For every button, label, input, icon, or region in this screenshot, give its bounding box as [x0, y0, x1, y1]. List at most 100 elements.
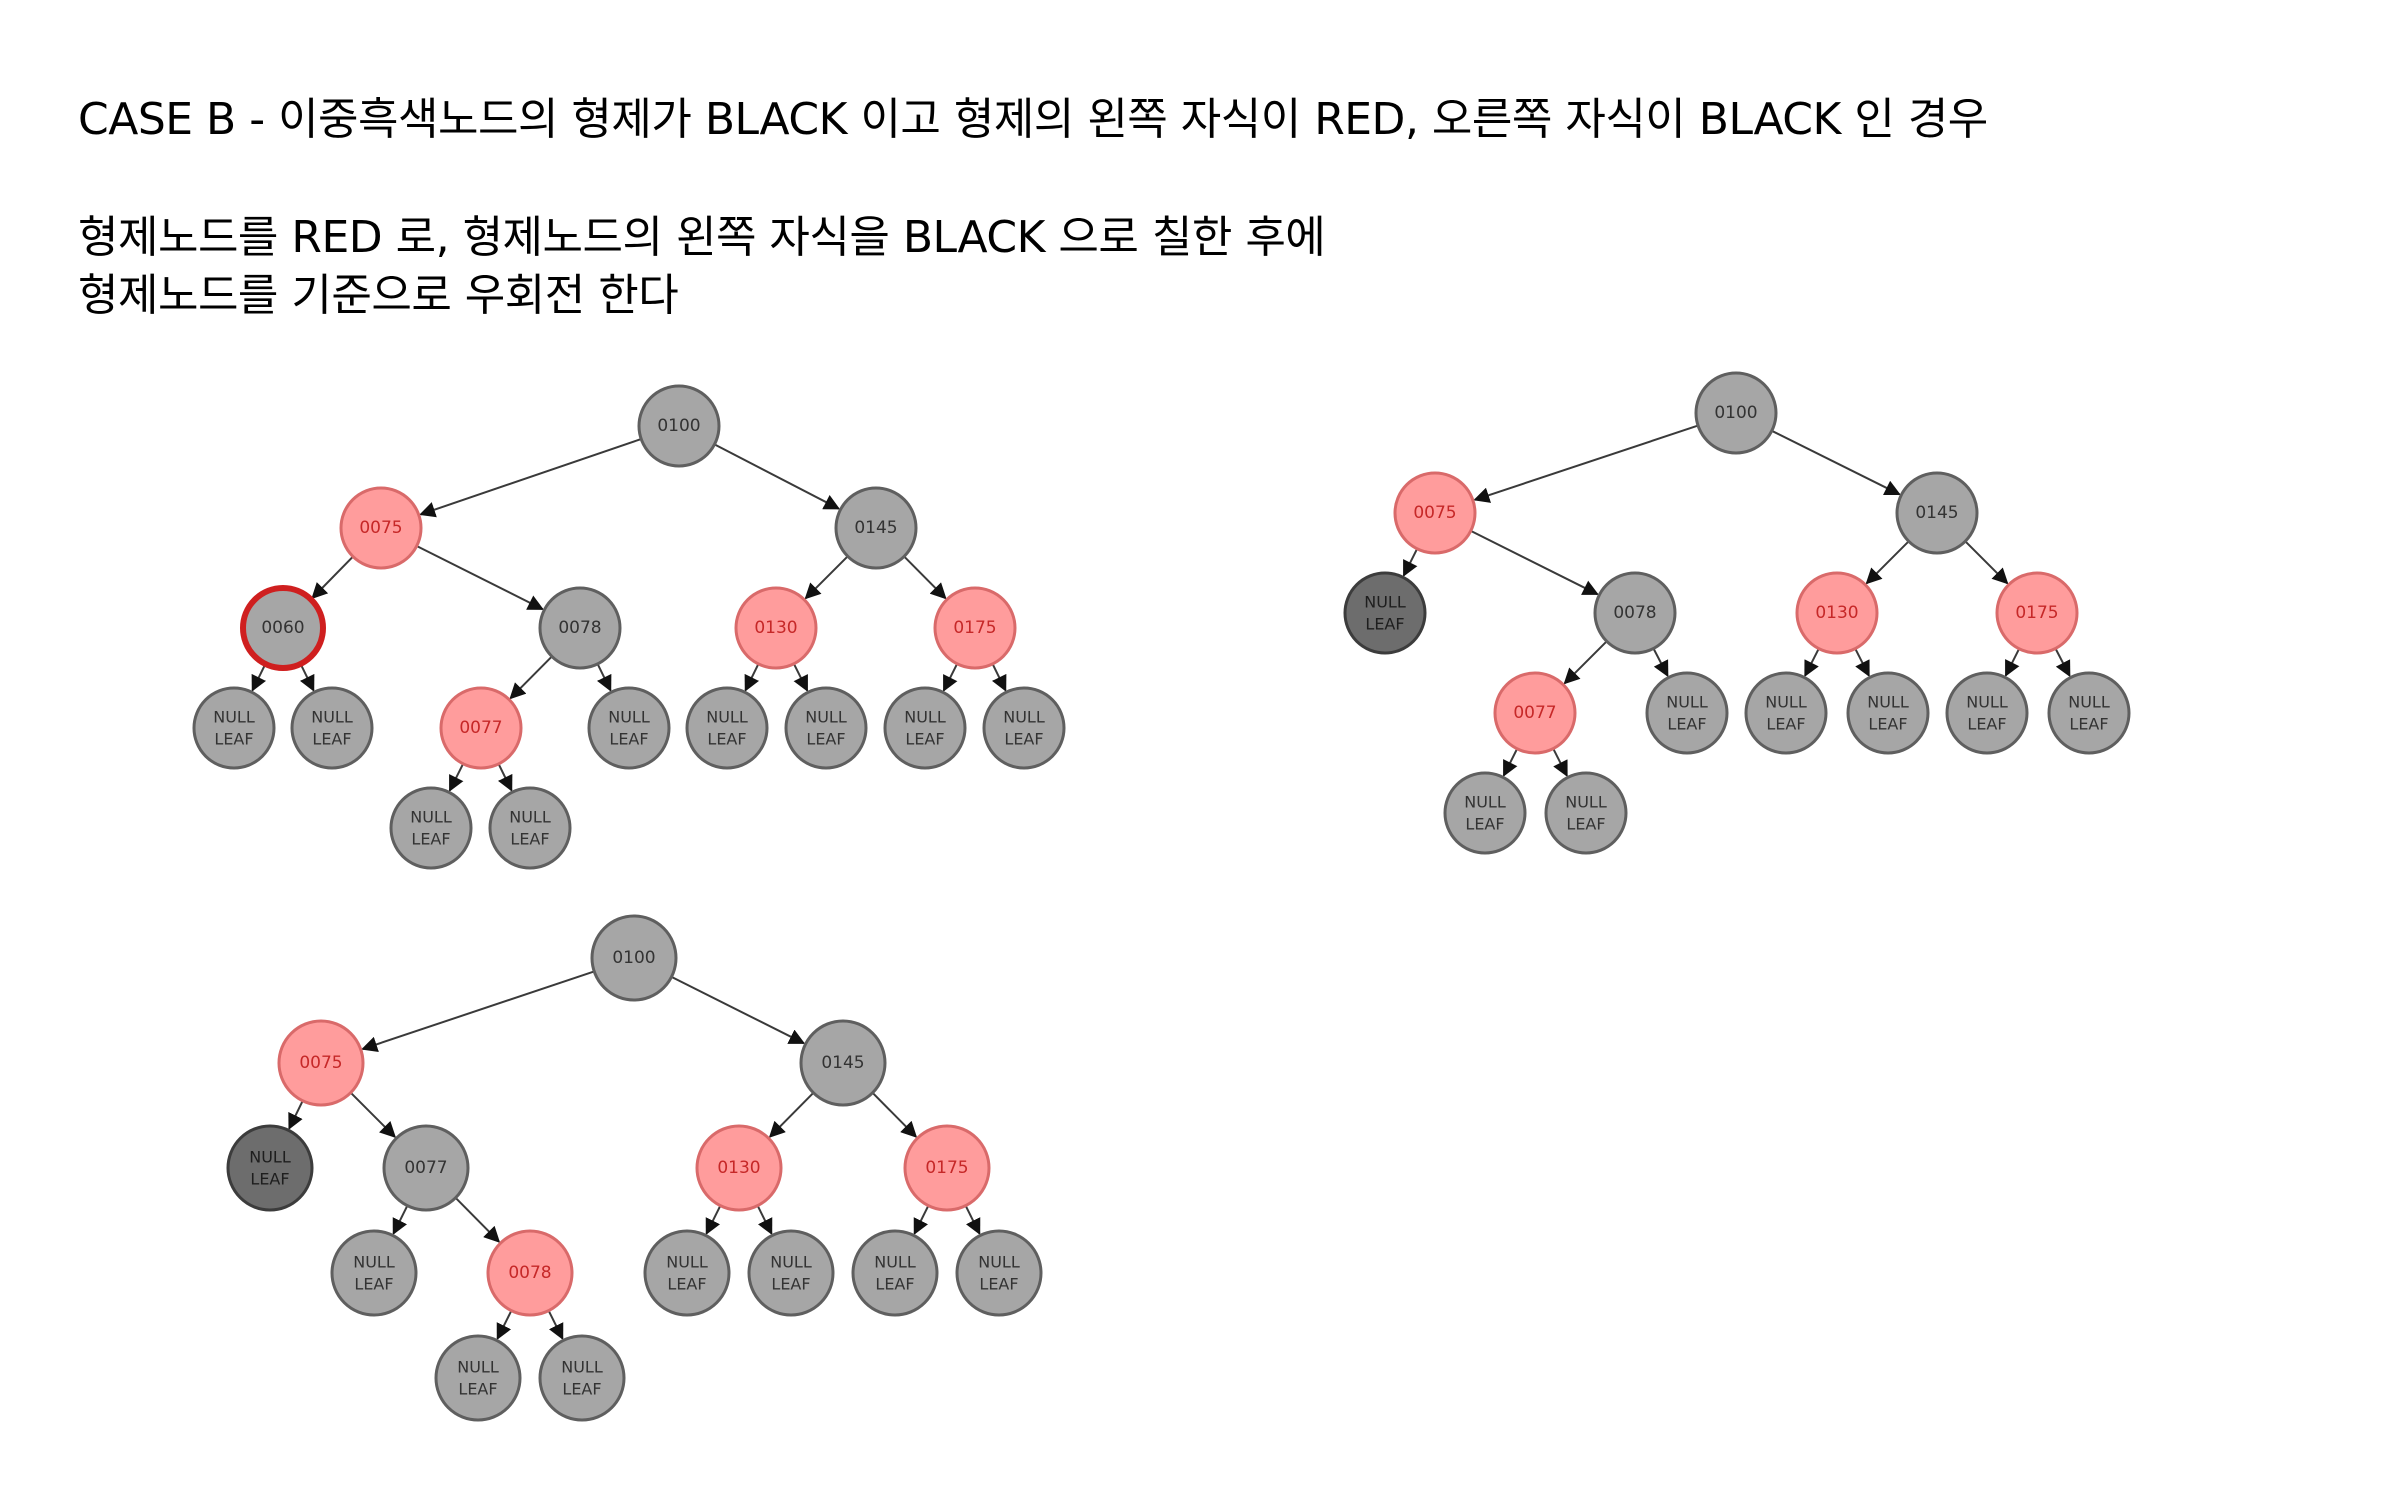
null-leaf-label: LEAF: [2069, 715, 2108, 734]
edge-n075-n078: [416, 545, 544, 610]
node-circle: [226, 1124, 314, 1212]
edge-n100-n145: [714, 443, 841, 510]
node-0075: 0075: [1393, 471, 1477, 555]
case-title: CASE B - 이중흑색노드의 형제가 BLACK 이고 형제의 왼쪽 자식이…: [78, 94, 1988, 145]
null-leaf-label: LEAF: [510, 830, 549, 849]
node-circle: [695, 1124, 783, 1212]
edge-n075-d1: [288, 1100, 304, 1130]
description-line-1: 형제노드를 RED 로, 형제노드의 왼쪽 자식을 BLACK 으로 칠한 후에: [78, 212, 1326, 263]
node-label: 0175: [953, 618, 996, 638]
null-leaf-label: LEAF: [1766, 715, 1805, 734]
node-circle: [637, 384, 721, 468]
edge-n145-n175: [903, 555, 947, 600]
node-label: 0077: [404, 1158, 447, 1178]
null-leaf-label: NULL: [561, 1358, 603, 1377]
node-circle: [2047, 671, 2131, 755]
node-circle: [1846, 671, 1930, 755]
null-leaf-node: NULL LEAF: [488, 786, 572, 870]
node-label: 0175: [2015, 603, 2058, 623]
node-circle: [1593, 571, 1677, 655]
node-0075: 0075: [339, 486, 423, 570]
edge-n175-l5: [964, 1205, 981, 1236]
edge-n075-d1: [1402, 548, 1418, 577]
node-0077: 0077: [439, 686, 523, 770]
node-label: 0100: [1714, 403, 1757, 423]
node-circle: [933, 586, 1017, 670]
node-label: 0145: [821, 1053, 864, 1073]
null-leaf-label: LEAF: [458, 1380, 497, 1399]
edge-n175-l4: [2004, 648, 2020, 677]
node-circle: [277, 1019, 365, 1107]
null-leaf-label: LEAF: [411, 830, 450, 849]
null-leaf-label: NULL: [213, 708, 255, 727]
edge-n130-l3: [756, 1205, 773, 1236]
node-label: 0078: [508, 1263, 551, 1283]
null-leaf-label: NULL: [770, 1253, 812, 1272]
node-circle: [1343, 571, 1427, 655]
node-0145: 0145: [1895, 471, 1979, 555]
edge-n130-l4: [744, 663, 760, 692]
node-circle: [1443, 771, 1527, 855]
node-circle: [339, 486, 423, 570]
node-circle: [330, 1229, 418, 1317]
node-circle: [1493, 671, 1577, 755]
node-label: 0075: [299, 1053, 342, 1073]
node-0078: 0078: [538, 586, 622, 670]
node-circle: [290, 686, 374, 770]
null-leaf-node: NULL LEAF: [955, 1229, 1043, 1317]
edge-n078-n077: [509, 655, 553, 700]
node-0175: 0175: [1995, 571, 2079, 655]
node-circle: [389, 786, 473, 870]
node-circle: [1393, 471, 1477, 555]
node-circle: [1645, 671, 1729, 755]
node-0130: 0130: [734, 586, 818, 670]
node-circle: [747, 1229, 835, 1317]
edge-n130-l3: [1854, 648, 1870, 678]
null-leaf-label: NULL: [805, 708, 847, 727]
edge-n078-l6: [496, 1310, 513, 1341]
node-label: 0100: [612, 948, 655, 968]
node-circle: [851, 1229, 939, 1317]
node-label: 0100: [657, 416, 700, 436]
node-circle: [903, 1124, 991, 1212]
node-circle: [590, 914, 678, 1002]
node-label: 0078: [558, 618, 601, 638]
null-leaf-label: LEAF: [905, 730, 944, 749]
edge-n077-l8: [448, 763, 464, 792]
null-leaf-label: LEAF: [1465, 815, 1504, 834]
null-leaf-label: LEAF: [250, 1170, 289, 1189]
node-label: 0075: [1413, 503, 1456, 523]
node-0077: 0077: [382, 1124, 470, 1212]
null-leaf-label: LEAF: [979, 1275, 1018, 1294]
node-circle: [784, 686, 868, 770]
edge-n175-l7: [991, 663, 1007, 692]
null-leaf-label: NULL: [509, 808, 551, 827]
null-leaf-label: NULL: [978, 1253, 1020, 1272]
null-leaf-label: LEAF: [707, 730, 746, 749]
edge-n130-l5: [793, 663, 809, 692]
null-leaf-label: NULL: [1666, 693, 1708, 712]
edge-n175-l5: [2054, 648, 2071, 678]
null-leaf-label: NULL: [1765, 693, 1807, 712]
edge-n145-n175: [871, 1092, 918, 1138]
node-circle: [382, 1124, 470, 1212]
node-label: 0077: [1513, 703, 1556, 723]
node-0078: 0078: [486, 1229, 574, 1317]
node-0100: 0100: [637, 384, 721, 468]
